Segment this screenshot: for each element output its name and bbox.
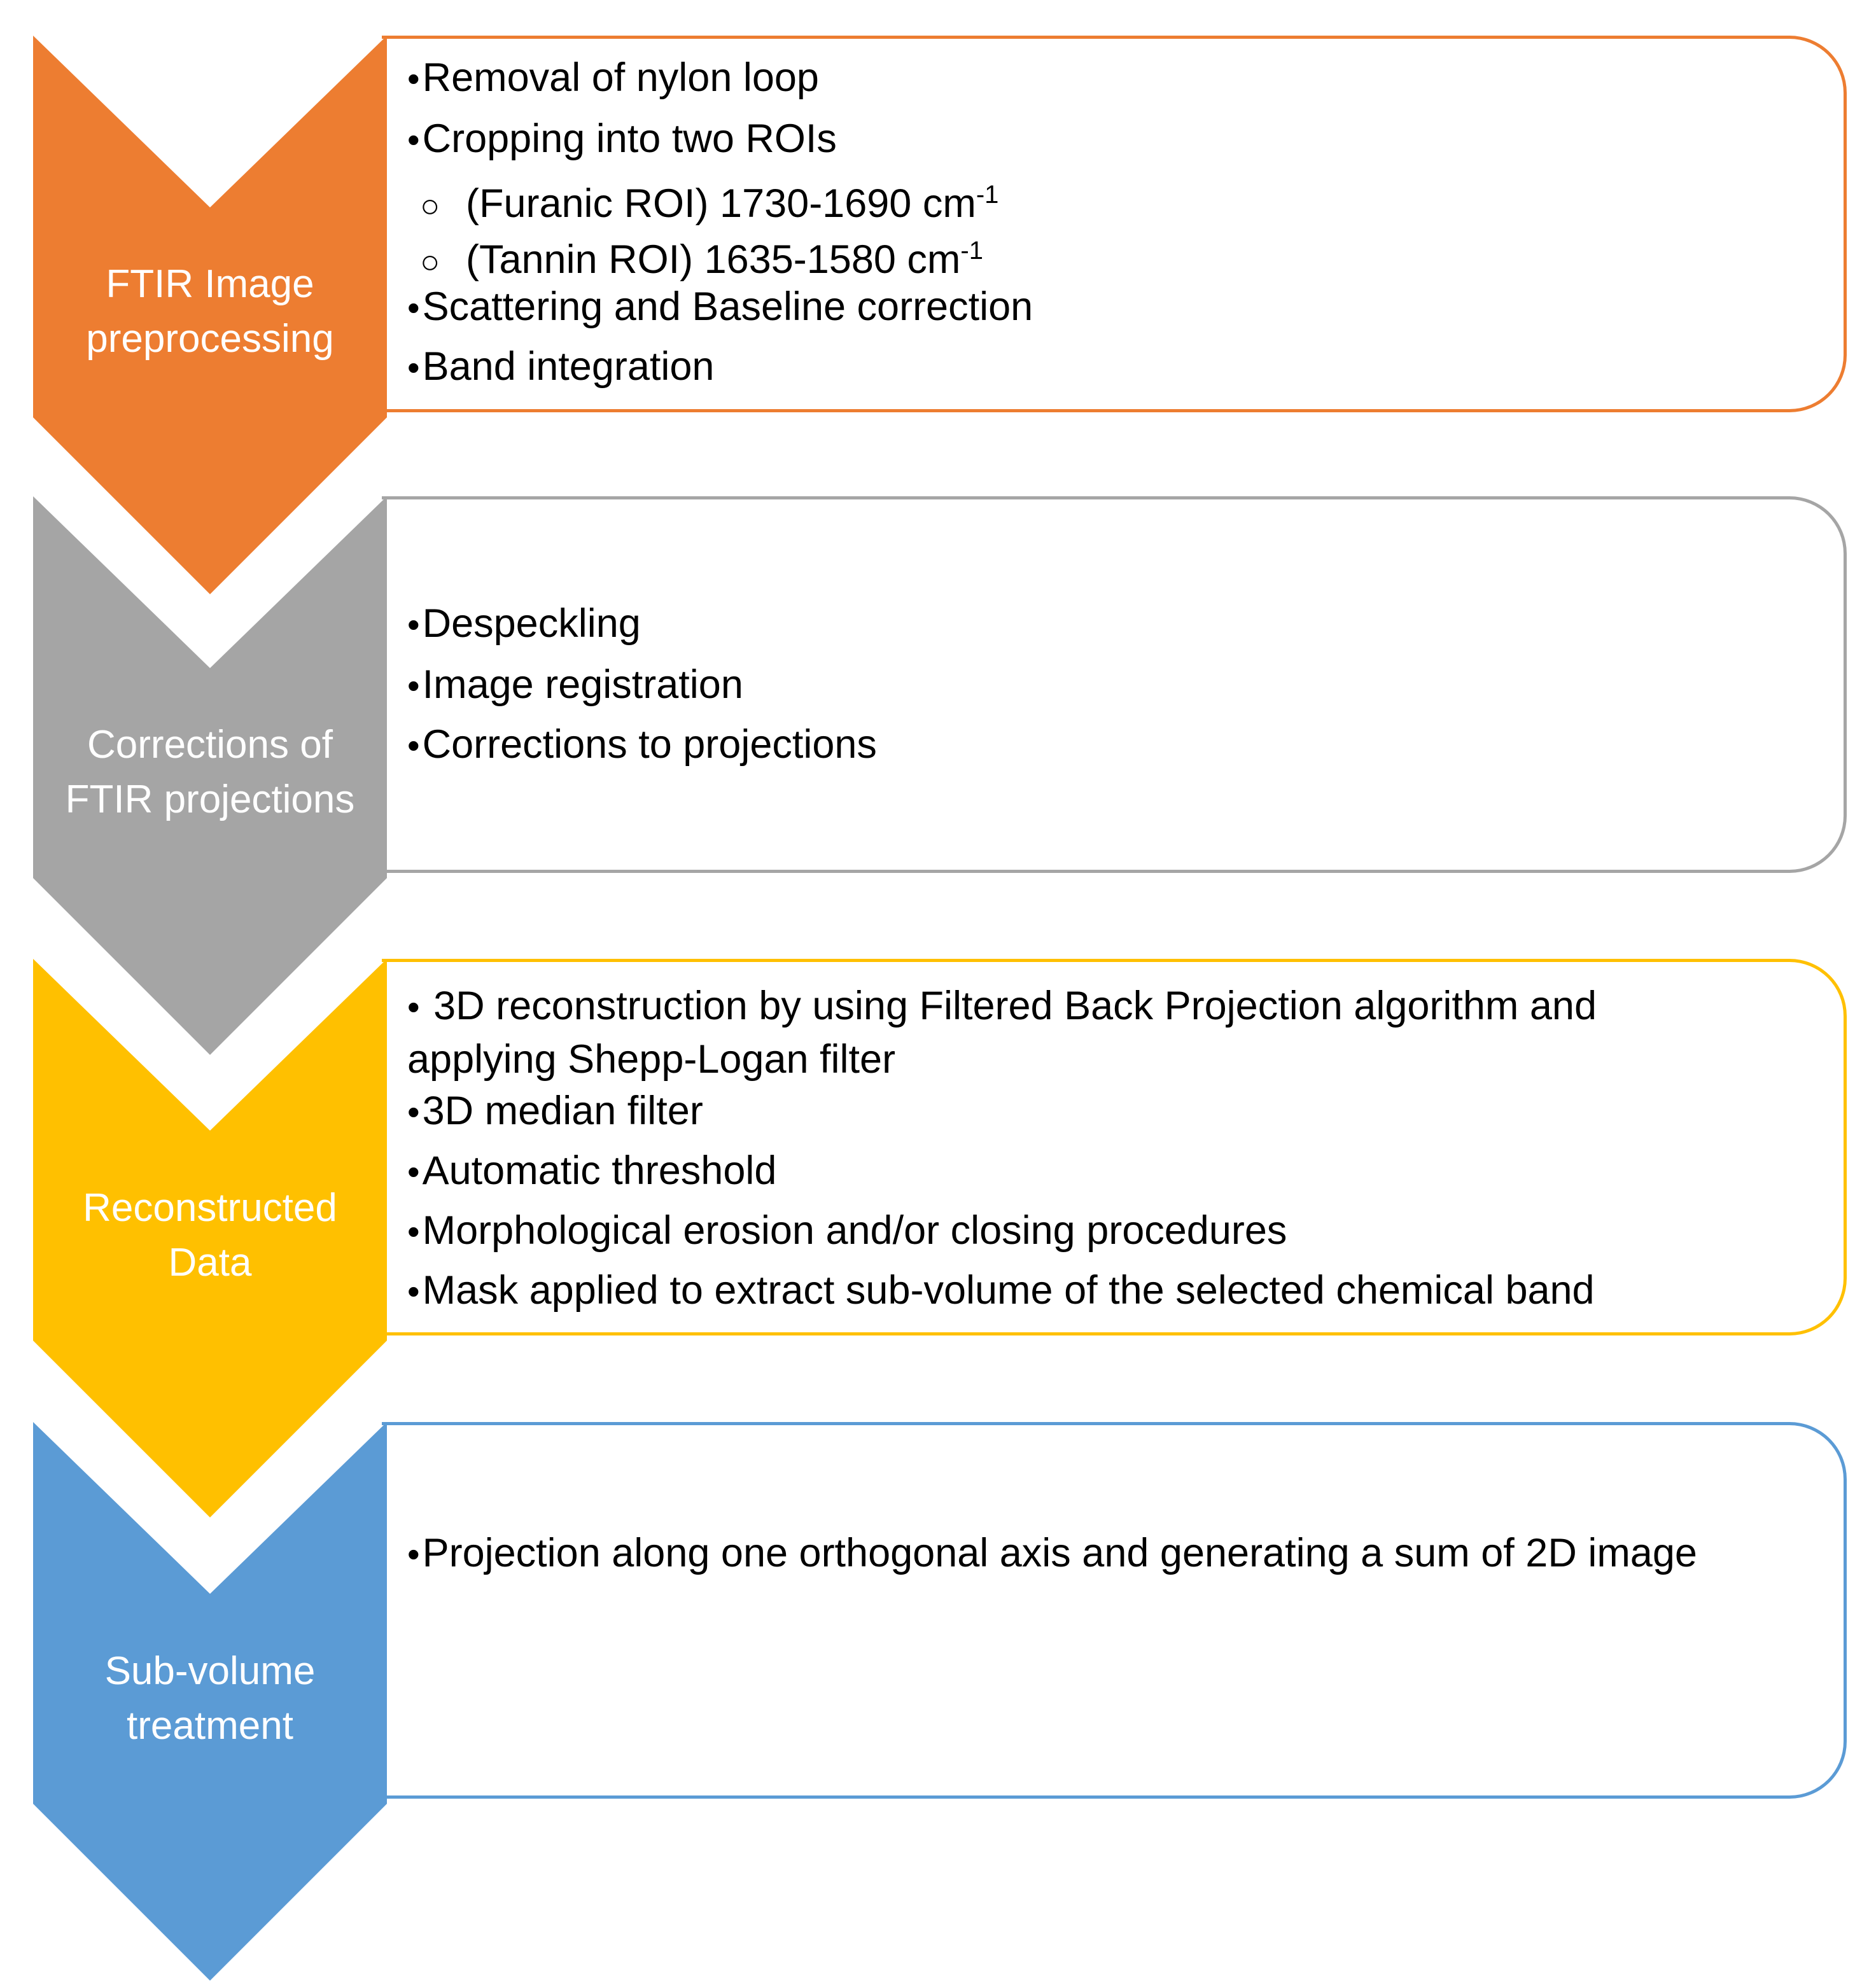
step-2-item: •Despeckling (407, 601, 641, 646)
step-3-box (382, 959, 1847, 1335)
step-4-chevron (33, 1422, 387, 1981)
step-3-label: Reconstructed Data (33, 1181, 387, 1290)
bullet-icon: • (407, 59, 420, 99)
step-2-chevron (33, 496, 387, 1055)
step-4-box (382, 1422, 1847, 1799)
step-3-label-line-2: Data (168, 1241, 252, 1285)
step-1-label-line-2: preprocessing (86, 317, 334, 361)
step-2-label-line-2: FTIR projections (65, 777, 355, 821)
bullet-icon: • (407, 1211, 420, 1251)
step-1-item: •Band integration (407, 344, 715, 389)
step-3-label-line-1: Reconstructed (83, 1186, 337, 1230)
step-1-label-line-1: FTIR Image (106, 262, 314, 306)
bullet-icon: • (407, 725, 420, 765)
step-1-item: •Cropping into two ROIs (407, 116, 837, 161)
step-4-item: •Projection along one orthogonal axis an… (407, 1531, 1697, 1575)
step-1-item: •Removal of nylon loop (407, 55, 819, 100)
step-3-chevron (33, 959, 387, 1517)
bullet-icon: • (407, 1152, 420, 1192)
step-4-label: Sub-volume treatment (33, 1644, 387, 1753)
bullet-icon: • (407, 1534, 420, 1574)
step-4-label-line-2: treatment (127, 1704, 293, 1748)
step-1-box (382, 36, 1847, 412)
bullet-icon: • (407, 120, 420, 160)
bullet-icon: • (407, 987, 420, 1027)
bullet-icon: • (407, 1092, 420, 1132)
bullet-icon: • (407, 604, 420, 645)
step-1-sub-item: ○(Furanic ROI) 1730-1690 cm-1 (420, 169, 998, 232)
bullet-icon: • (407, 288, 420, 328)
step-2-item: •Image registration (407, 662, 743, 707)
step-2-label: Corrections of FTIR projections (33, 718, 387, 827)
step-3-item: •Morphological erosion and/or closing pr… (407, 1208, 1287, 1253)
step-3-item: •Automatic threshold (407, 1148, 777, 1193)
step-1-sub-item: ○(Tannin ROI) 1635-1580 cm-1 (420, 225, 983, 288)
bullet-icon: • (407, 1271, 420, 1311)
step-3-item: • 3D reconstruction by using Filtered Ba… (407, 984, 1597, 1082)
step-3-item: •3D median filter (407, 1089, 703, 1133)
step-3-item: •Mask applied to extract sub-volume of t… (407, 1268, 1595, 1313)
step-2-box (382, 496, 1847, 873)
step-1-item: •Scattering and Baseline correction (407, 284, 1033, 329)
step-1-chevron (33, 36, 387, 594)
bullet-icon: • (407, 347, 420, 387)
circle-bullet-icon: ○ (420, 244, 440, 281)
step-2-item: •Corrections to projections (407, 722, 877, 767)
step-2-label-line-1: Corrections of (87, 723, 333, 767)
bullet-icon: • (407, 666, 420, 706)
step-4-label-line-1: Sub-volume (104, 1649, 316, 1693)
circle-bullet-icon: ○ (420, 188, 440, 225)
step-1-label: FTIR Image preprocessing (33, 257, 387, 366)
